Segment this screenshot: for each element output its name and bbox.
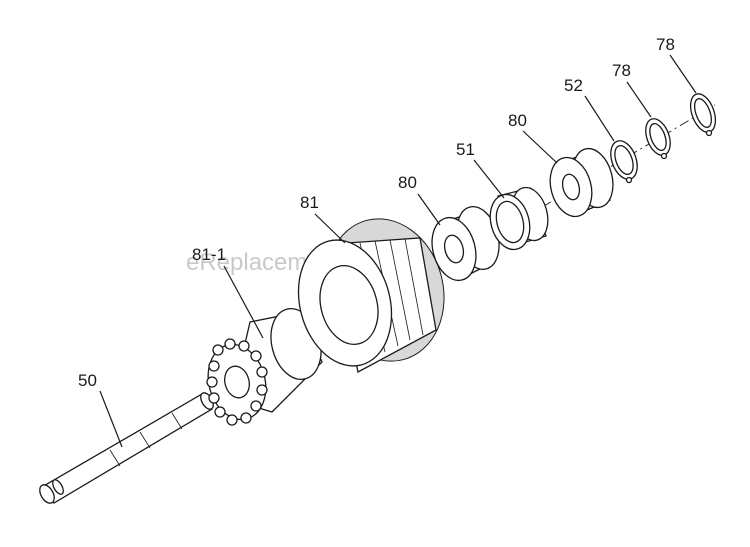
- part-78-snap-ring-a[interactable]: [641, 115, 675, 160]
- part-78-snap-ring-b[interactable]: [686, 90, 720, 137]
- part-81-timing-pulley[interactable]: [285, 205, 460, 376]
- callout-78-a: 78: [612, 61, 631, 80]
- part-50-shaft[interactable]: [37, 391, 216, 506]
- part-80-bearing-outer[interactable]: [544, 144, 619, 221]
- part-52-retaining-ring[interactable]: [606, 137, 642, 184]
- part-80-bearing-inner[interactable]: [425, 202, 505, 285]
- callout-50: 50: [78, 371, 97, 390]
- leader-78-b: [669, 54, 697, 94]
- leader-50: [99, 390, 123, 448]
- callout-52: 52: [564, 76, 583, 95]
- leader-80-outer: [522, 130, 558, 164]
- leader-78-a: [626, 81, 652, 118]
- callout-80-inner: 80: [398, 173, 417, 192]
- callout-78-b: 78: [656, 35, 675, 54]
- leader-52: [584, 95, 615, 142]
- callout-81-1: 81-1: [192, 245, 226, 264]
- leader-51: [473, 159, 505, 199]
- callout-81: 81: [300, 193, 319, 212]
- leader-81: [314, 213, 346, 244]
- callout-80-outer: 80: [508, 111, 527, 130]
- leader-81-1: [223, 265, 264, 339]
- callout-51: 51: [456, 140, 475, 159]
- part-51-sleeve[interactable]: [484, 184, 553, 254]
- leader-80-inner: [417, 193, 441, 226]
